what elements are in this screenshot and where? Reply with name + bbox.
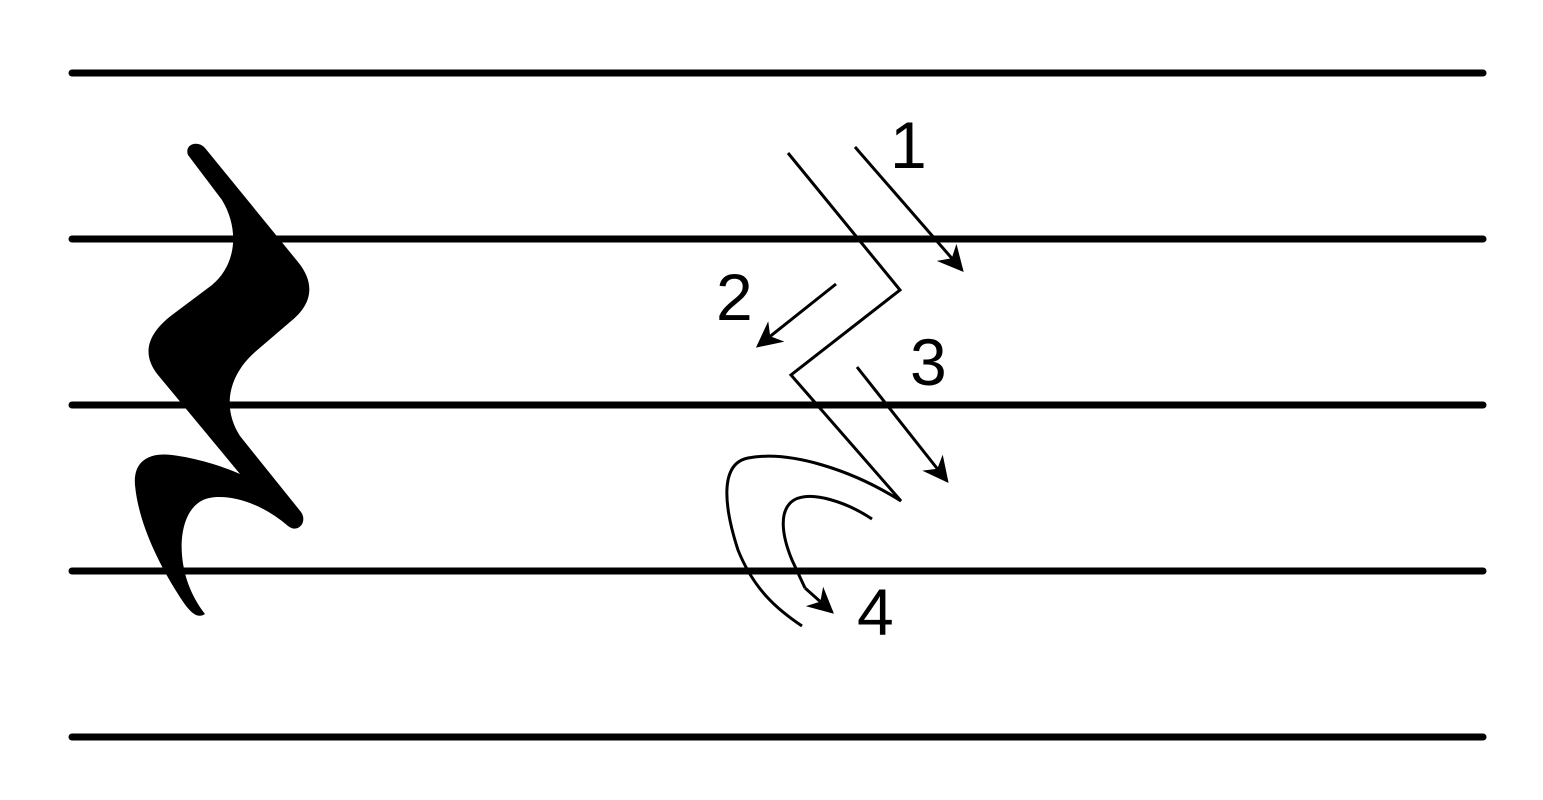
quarter-rest-symbol bbox=[134, 143, 310, 616]
arrow-step-2 bbox=[755, 282, 837, 348]
step-labels: 1 2 3 4 bbox=[716, 108, 947, 649]
step-label-1: 1 bbox=[890, 108, 927, 182]
quarter-rest-stroke-path bbox=[725, 152, 903, 628]
arrow-step-3 bbox=[855, 366, 949, 484]
step-label-3: 3 bbox=[910, 325, 947, 399]
quarter-rest-inner-curve bbox=[781, 495, 873, 589]
step-label-2: 2 bbox=[716, 260, 753, 334]
music-staff bbox=[68, 69, 1487, 741]
direction-arrows bbox=[755, 146, 964, 614]
arrow-step-4 bbox=[804, 586, 834, 614]
arrow-step-1 bbox=[853, 146, 964, 272]
step-label-4: 4 bbox=[857, 575, 894, 649]
